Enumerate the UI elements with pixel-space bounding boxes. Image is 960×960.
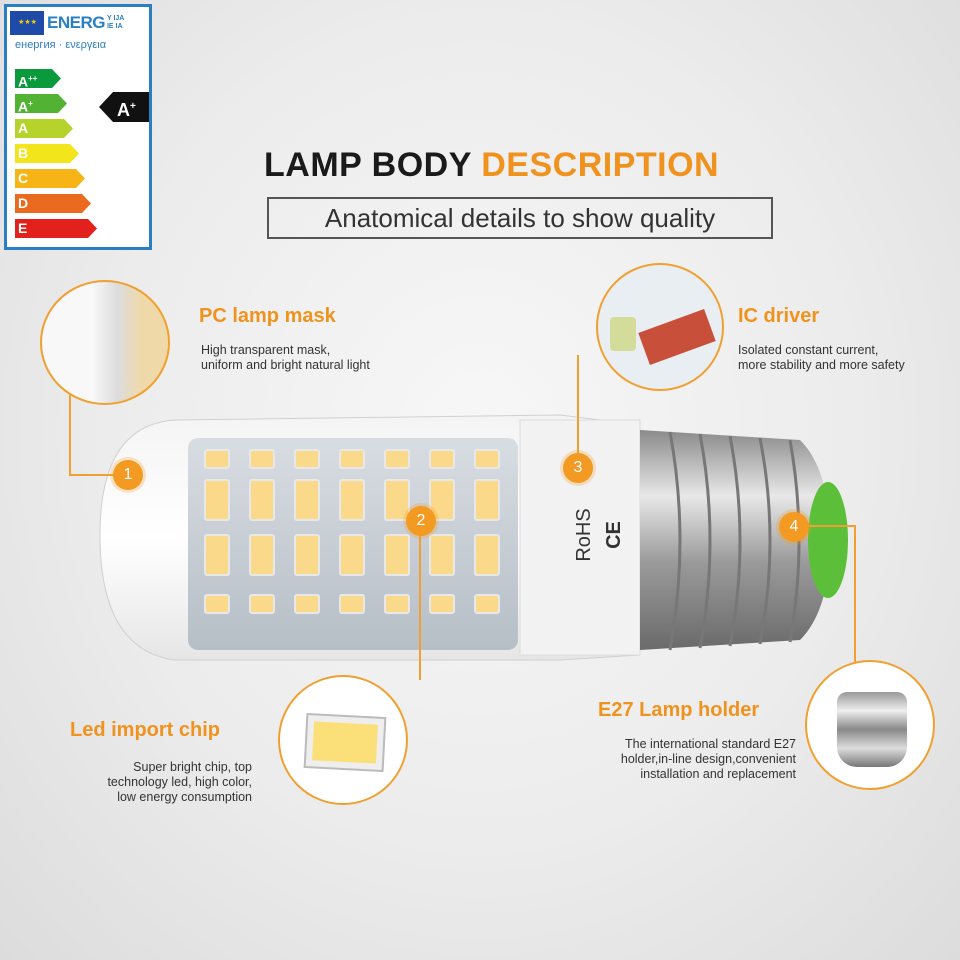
led-chip	[339, 534, 365, 576]
energy-class-a: A	[15, 119, 73, 138]
holder-thread-shape	[837, 692, 907, 767]
energy-label-small-1: Y IJA	[106, 15, 125, 22]
energy-class-b: B	[15, 144, 79, 163]
led-chip-zoom	[278, 675, 408, 805]
compliance-marks: RoHS CE	[573, 508, 625, 561]
lamp-holder-label: E27 Lamp holder	[598, 699, 760, 721]
base-contact	[808, 482, 848, 598]
led-chip-label: Led import chip	[70, 719, 220, 741]
eu-flag-icon: ★ ★ ★	[10, 11, 44, 35]
ic-driver-label: IC driver	[738, 305, 820, 327]
energy-label-small: Y IJA IE IA	[107, 15, 124, 31]
led-chip	[474, 449, 500, 469]
led-chip	[474, 534, 500, 576]
energy-class-d: D	[15, 194, 91, 213]
rohs-mark: RoHS	[573, 508, 595, 561]
energy-class-c: C	[15, 169, 85, 188]
energy-label: ★ ★ ★ ENERG Y IJA IE IA енергия · ενεργε…	[4, 4, 152, 250]
led-chip	[474, 479, 500, 521]
led-chip	[249, 594, 275, 614]
led-chip	[429, 449, 455, 469]
energy-label-subtitle: енергия · ενεργεια	[15, 39, 107, 51]
led-chip	[204, 534, 230, 576]
led-chip	[204, 449, 230, 469]
title-part-2: DESCRIPTION	[481, 146, 720, 184]
led-chip	[339, 479, 365, 521]
callout-badge-2: 2	[406, 506, 436, 536]
led-chip-phosphor	[312, 721, 378, 764]
pc-mask-zoom	[40, 280, 170, 405]
led-chip	[294, 534, 320, 576]
pc-mask-label: PC lamp mask	[199, 305, 336, 327]
title-part-1: LAMP BODY	[264, 146, 472, 184]
energy-class-a-plus: A+	[15, 94, 67, 113]
led-chip	[249, 479, 275, 521]
led-chip	[294, 479, 320, 521]
led-chip	[384, 594, 410, 614]
ic-driver-desc: Isolated constant current, more stabilit…	[738, 343, 905, 372]
led-chip-body	[303, 712, 387, 773]
ic-driver-zoom	[596, 263, 724, 391]
led-chip-desc: Super bright chip, top technology led, h…	[107, 760, 252, 804]
led-chip	[339, 449, 365, 469]
ce-mark: CE	[603, 521, 625, 549]
led-chip	[249, 449, 275, 469]
lamp-holder-zoom	[805, 660, 935, 790]
led-chip	[474, 594, 500, 614]
callout-badge-4: 4	[779, 512, 809, 542]
led-chip	[249, 534, 275, 576]
connector-lines	[69, 355, 856, 680]
led-array	[204, 449, 500, 614]
led-chip	[429, 534, 455, 576]
led-chip	[429, 594, 455, 614]
energy-class-a-plus-plus: A++	[15, 69, 61, 88]
led-chip	[339, 594, 365, 614]
pc-mask-desc: High transparent mask, uniform and brigh…	[201, 343, 370, 372]
callout-badge-3: 3	[563, 453, 593, 483]
e27-base	[640, 430, 830, 650]
led-chip	[204, 594, 230, 614]
capacitor-shape	[638, 309, 716, 365]
led-chip	[384, 479, 410, 521]
led-chip	[384, 534, 410, 576]
component-shape	[610, 317, 636, 351]
page-title: LAMP BODY DESCRIPTION	[264, 146, 719, 185]
led-chip	[294, 594, 320, 614]
page-subtitle: Anatomical details to show quality	[267, 197, 773, 239]
callout-badge-1: 1	[113, 460, 143, 490]
energy-label-small-2: IE IA	[106, 23, 123, 30]
led-chip	[204, 479, 230, 521]
energy-class-e: E	[15, 219, 97, 238]
lamp-holder-desc: The international standard E27 holder,in…	[620, 737, 796, 781]
led-chip	[384, 449, 410, 469]
energy-label-title: ENERG	[47, 13, 105, 32]
led-chip	[429, 479, 455, 521]
led-chip	[294, 449, 320, 469]
energy-label-header: ★ ★ ★ ENERG Y IJA IE IA	[10, 10, 146, 36]
